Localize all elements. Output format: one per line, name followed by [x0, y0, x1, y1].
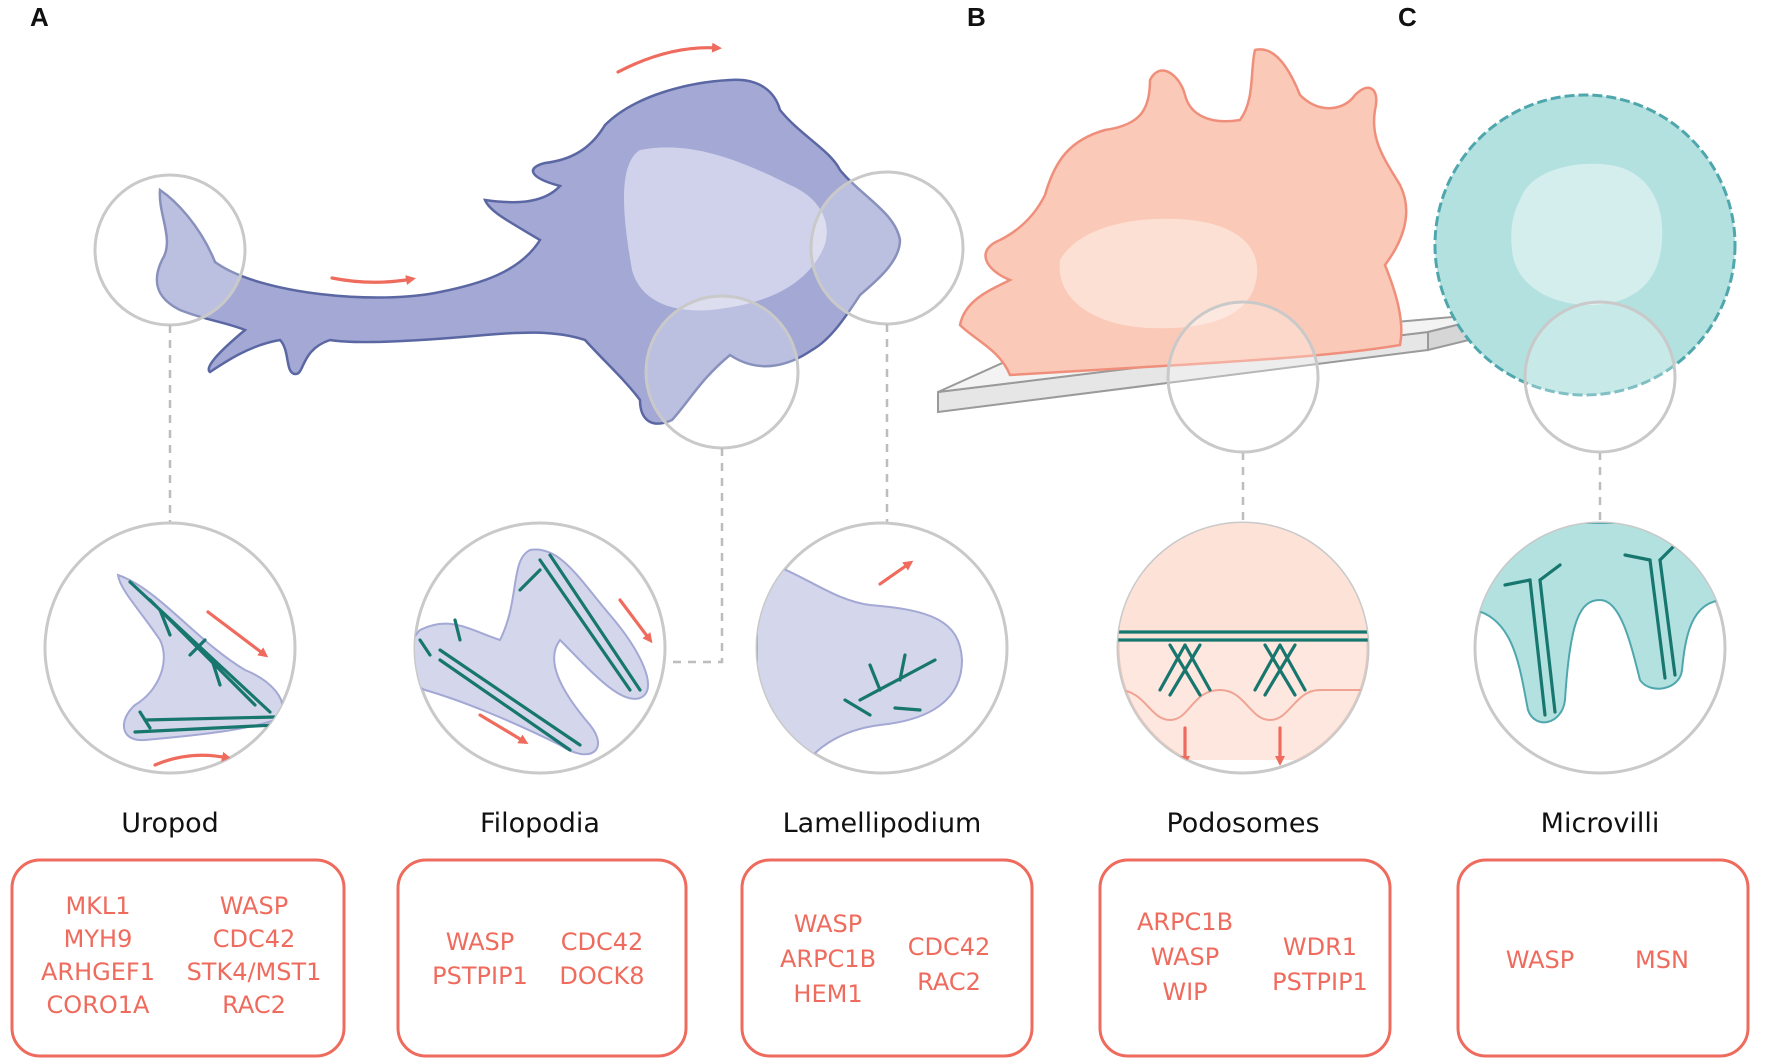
migrating-cell [155, 42, 902, 425]
label-microvilli: Microvilli [1541, 808, 1660, 839]
gene: WASP [220, 892, 289, 920]
zoom-filopodia [413, 521, 667, 775]
genes-microvilli: WASP MSN [1456, 858, 1750, 1058]
connector-filopodia [668, 448, 724, 664]
panel-letter-a: A [30, 2, 49, 32]
gene: WIP [1162, 978, 1207, 1006]
gene: WASP [446, 928, 515, 956]
label-uropod: Uropod [121, 808, 219, 839]
genes-podosomes: ARPC1B WASP WIP WDR1 PSTPIP1 [1098, 858, 1392, 1058]
panel-letter-b: B [967, 2, 986, 32]
gene: RAC2 [222, 991, 286, 1019]
label-lamellipodium: Lamellipodium [783, 808, 982, 839]
nucleus [1059, 218, 1258, 329]
gene: DOCK8 [559, 962, 644, 990]
gene: PSTPIP1 [1272, 968, 1368, 996]
lens-lamellipodium [809, 170, 965, 326]
label-podosomes: Podosomes [1166, 808, 1319, 839]
gene: MKL1 [65, 892, 130, 920]
flow-arrow-lower [153, 751, 232, 767]
gene: STK4/MST1 [187, 958, 322, 986]
lens-uropod [93, 173, 247, 327]
zoom-microvilli [1473, 521, 1727, 775]
genes-lamellipodium: WASP ARPC1B HEM1 CDC42 RAC2 [740, 858, 1034, 1058]
gene: RAC2 [917, 968, 981, 996]
gene: CDC42 [561, 928, 644, 956]
flow-arrow-filo-2 [478, 713, 529, 745]
microvilli-cell [1433, 93, 1737, 397]
zoom-lamellipodium [755, 521, 1009, 775]
lens-podosomes [1166, 300, 1320, 454]
nucleus [1511, 163, 1663, 305]
gene: WASP [1506, 946, 1575, 974]
genes-filopodia: WASP PSTPIP1 CDC42 DOCK8 [396, 858, 688, 1058]
gene: CORO1A [47, 991, 150, 1019]
gene: WDR1 [1283, 933, 1357, 961]
gene: PSTPIP1 [432, 962, 528, 990]
gene: WASP [1151, 943, 1220, 971]
label-filopodia: Filopodia [480, 808, 600, 839]
gene: CDC42 [213, 925, 296, 953]
gene: MSN [1635, 946, 1689, 974]
gene: ARPC1B [780, 945, 876, 973]
flow-arrow-upper [206, 610, 269, 658]
gene: HEM1 [793, 980, 862, 1008]
lens-filopodia [644, 294, 800, 450]
nucleus [623, 147, 827, 311]
motion-arrow-top [616, 42, 722, 74]
gene: CDC42 [908, 933, 991, 961]
gene: WASP [794, 910, 863, 938]
flow-arrow-lamelli [878, 560, 914, 586]
gene: MYH9 [64, 925, 133, 953]
genes-uropod: MKL1 MYH9 ARHGEF1 CORO1A WASP CDC42 STK4… [10, 858, 346, 1058]
zoom-uropod [43, 521, 297, 775]
gene: ARHGEF1 [41, 958, 155, 986]
panel-letter-c: C [1398, 2, 1417, 32]
motion-arrow-body [330, 275, 416, 285]
lens-microvilli [1523, 300, 1677, 454]
flow-arrow-filo-1 [618, 598, 653, 644]
gene: ARPC1B [1137, 908, 1233, 936]
zoom-podosomes [1116, 521, 1370, 775]
